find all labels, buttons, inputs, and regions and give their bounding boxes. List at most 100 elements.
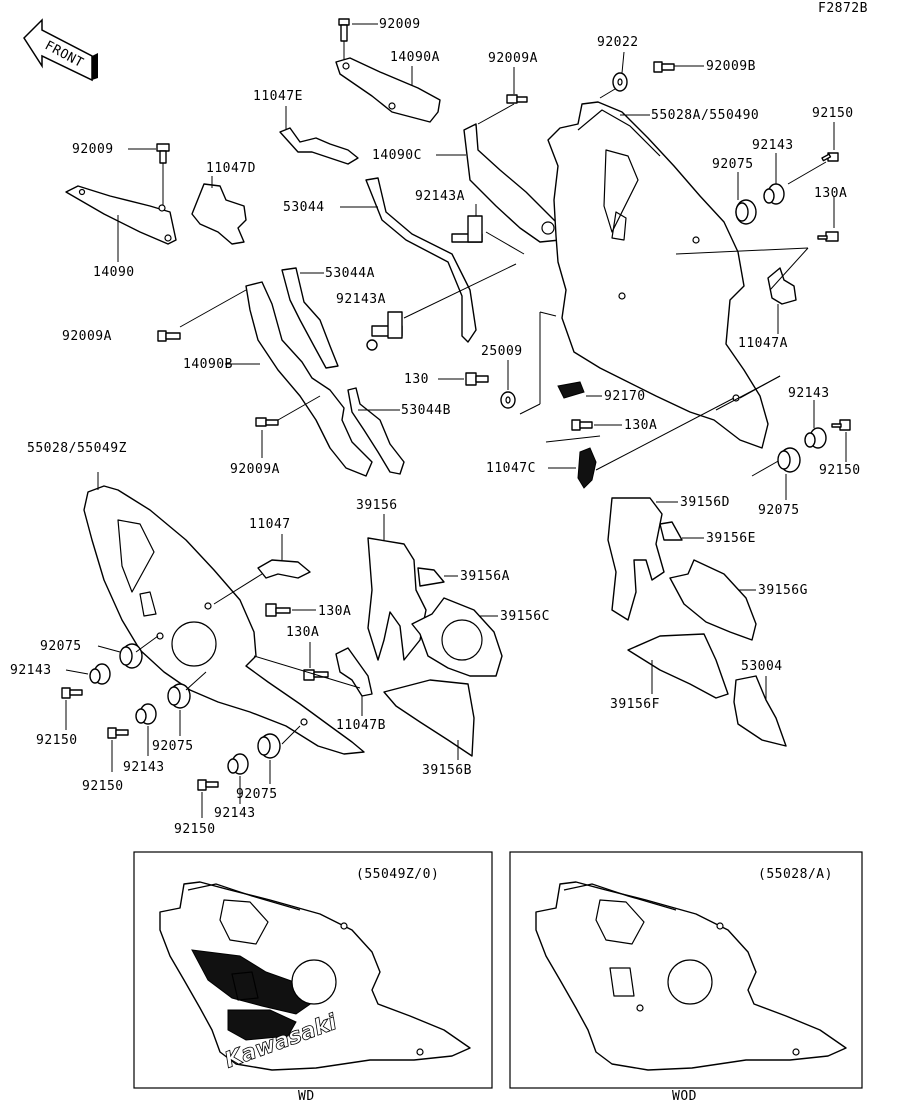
- bracket-11047A: [767, 267, 797, 305]
- fairing-55028A: [547, 101, 769, 449]
- variant-box-wd: [133, 851, 493, 1089]
- label-92143-tr: 92143: [752, 138, 794, 153]
- grommet-92143-l: [65, 663, 111, 685]
- bracket-11047D: [191, 183, 247, 245]
- label-39156C: 39156C: [500, 609, 550, 624]
- front-arrow-icon: FRONT: [23, 18, 98, 82]
- bracket-14090A: [335, 57, 441, 123]
- bolt-92150-l2: [107, 727, 129, 772]
- bolt-92009-left: [128, 143, 170, 206]
- label-92022: 92022: [597, 35, 639, 50]
- bracket-11047B: [335, 647, 373, 697]
- decal-39156E: [659, 521, 683, 541]
- grommet-92075-r: [777, 447, 801, 500]
- label-39156D: 39156D: [680, 495, 730, 510]
- label-11047D: 11047D: [206, 161, 256, 176]
- grommet-92075-l2: [167, 683, 191, 736]
- variant-box-wod: [509, 851, 863, 1089]
- variant-code-wd: (55049Z/0): [356, 867, 439, 882]
- grommet-92143-l3: [227, 753, 249, 804]
- label-53044B: 53044B: [401, 403, 451, 418]
- label-14090: 14090: [93, 265, 135, 280]
- label-14090A: 14090A: [390, 50, 440, 65]
- label-130A-l2: 130A: [286, 625, 319, 640]
- label-53044: 53044: [283, 200, 325, 215]
- bolt-130A-r: [817, 196, 839, 242]
- bolt-92150-r: [831, 419, 851, 462]
- grommet-92143-r: [804, 400, 827, 449]
- bolt-92150-l3: [197, 779, 219, 818]
- clip-92170: [557, 381, 602, 399]
- label-39156A: 39156A: [460, 569, 510, 584]
- bracket-11047E: [279, 127, 359, 165]
- decal-39156B: [383, 679, 475, 757]
- label-92143-l3: 92143: [214, 806, 256, 821]
- label-92150-r: 92150: [819, 463, 861, 478]
- variant-code-wod: (55028/A): [758, 867, 833, 882]
- label-11047A: 11047A: [738, 336, 788, 351]
- decal-39156F: [627, 633, 729, 699]
- bolt-92009B: [653, 61, 704, 73]
- label-92143-l: 92143: [10, 663, 52, 678]
- label-55028A: 55028A/550490: [651, 108, 759, 123]
- label-14090C: 14090C: [372, 148, 422, 163]
- label-92143-l2: 92143: [123, 760, 165, 775]
- bolt-130A-mid: [571, 419, 622, 431]
- fairing-wd: Kawasaki: [159, 881, 471, 1074]
- figure-code: F2872B: [818, 1, 868, 16]
- grommet-92143-l2: [135, 703, 157, 756]
- label-11047C: 11047C: [486, 461, 536, 476]
- bracket-11047C: [577, 447, 597, 489]
- label-92143-r: 92143: [788, 386, 830, 401]
- label-39156B: 39156B: [422, 763, 472, 778]
- decal-39156: [367, 537, 427, 661]
- strip-53044A: [281, 267, 339, 369]
- bolt-92009A-top: [506, 67, 528, 104]
- label-130A-mid: 130A: [624, 418, 657, 433]
- label-11047B: 11047B: [336, 718, 386, 733]
- label-92009A-low: 92009A: [230, 462, 280, 477]
- label-39156F: 39156F: [610, 697, 660, 712]
- bracket-14090B: [245, 281, 373, 477]
- variant-caption-wod: WOD: [672, 1089, 697, 1103]
- bolt-130A-l1: [265, 603, 316, 617]
- label-92075-tr: 92075: [712, 157, 754, 172]
- label-92075-l2: 92075: [152, 739, 194, 754]
- strip-53044: [365, 177, 477, 343]
- bolt-92009A-low: [255, 395, 321, 458]
- bolt-92150-l1: [61, 687, 83, 730]
- decal-53004: [733, 675, 787, 747]
- grommet-92143-tr: [763, 153, 785, 205]
- label-53004: 53004: [741, 659, 783, 674]
- grommet-92075-l: [97, 643, 143, 669]
- decal-39156G: [669, 559, 757, 641]
- washer-25009: [500, 360, 516, 409]
- label-92009B: 92009B: [706, 59, 756, 74]
- label-39156G: 39156G: [758, 583, 808, 598]
- bolt-92150-tr: [787, 122, 839, 185]
- decal-39156D: [607, 497, 665, 621]
- label-55028: 55028/55049Z: [27, 441, 127, 456]
- bracket-14090: [65, 185, 177, 245]
- grommet-92075-tr: [735, 172, 757, 225]
- fairing-wod: [535, 881, 847, 1071]
- variant-caption-wd: WD: [298, 1089, 315, 1103]
- bolt-92009-top: [338, 18, 378, 62]
- label-92143A-2: 92143A: [336, 292, 386, 307]
- decal-39156A: [417, 567, 445, 587]
- label-92150-tr: 92150: [812, 106, 854, 121]
- label-92009A-left: 92009A: [62, 329, 112, 344]
- label-92075-l: 92075: [40, 639, 82, 654]
- label-39156: 39156: [356, 498, 398, 513]
- label-53044A: 53044A: [325, 266, 375, 281]
- label-92150-l1: 92150: [36, 733, 78, 748]
- label-130: 130: [404, 372, 429, 387]
- label-92075-l3: 92075: [236, 787, 278, 802]
- label-92170: 92170: [604, 389, 646, 404]
- bolt-130A-l2: [303, 642, 329, 681]
- label-92143A-1: 92143A: [415, 189, 465, 204]
- label-92150-l2: 92150: [82, 779, 124, 794]
- label-92009-top: 92009: [379, 17, 421, 32]
- label-25009: 25009: [481, 344, 523, 359]
